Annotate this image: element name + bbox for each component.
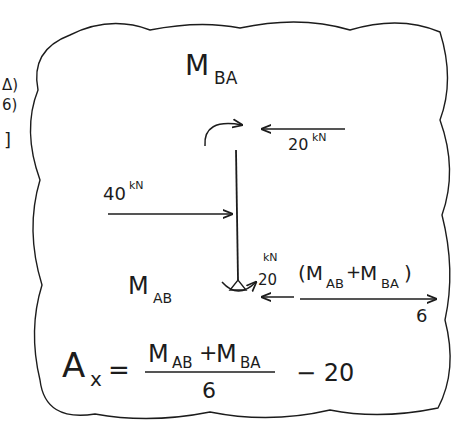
force-value: 40 [103, 185, 126, 203]
moment-arrow-top [205, 124, 242, 146]
equation-operator: = [108, 357, 130, 383]
moment-symbol: M [185, 52, 209, 80]
expression-part: + [346, 263, 361, 281]
equation-subscript: BA [240, 356, 261, 371]
expression-part: ) [404, 263, 412, 283]
moment-subscript: AB [153, 291, 172, 305]
force-arrow-40 [108, 213, 232, 215]
moment-subscript: BA [214, 70, 237, 87]
cloud-outline [30, 22, 450, 419]
equation-subscript: x [90, 369, 102, 389]
force-value: 20 [258, 273, 277, 288]
force-arrow-top [262, 128, 345, 130]
equation-subscript: AB [172, 356, 193, 371]
force-unit: kN [129, 180, 144, 191]
equation-operator: + [199, 342, 217, 364]
moment-symbol: M [128, 274, 149, 298]
force-value: 20 [288, 137, 308, 153]
equation-term: − 20 [296, 361, 354, 385]
equation-symbol: M [216, 342, 237, 366]
cut-fragment: Δ) [2, 78, 18, 93]
cut-fragment: ] [4, 131, 11, 149]
equation-denominator: 6 [202, 380, 216, 402]
cut-fragment: 6) [2, 98, 17, 113]
moment-arrow-bottom [222, 282, 256, 291]
expression-subscript: BA [381, 277, 399, 290]
reaction-arrow [300, 298, 436, 300]
column-member [236, 150, 238, 280]
expression-denominator: 6 [416, 307, 427, 325]
equation-symbol: M [148, 342, 169, 366]
equation-symbol: A [62, 348, 85, 382]
expression-subscript: AB [326, 277, 344, 290]
expression-part: M [360, 263, 377, 283]
pin-support [230, 280, 246, 290]
force-unit: kN [263, 252, 278, 263]
force-unit: kN [312, 132, 327, 143]
fraction-bar [145, 371, 275, 373]
force-arrow-bottom [262, 296, 294, 298]
expression-part: (M [298, 263, 323, 283]
